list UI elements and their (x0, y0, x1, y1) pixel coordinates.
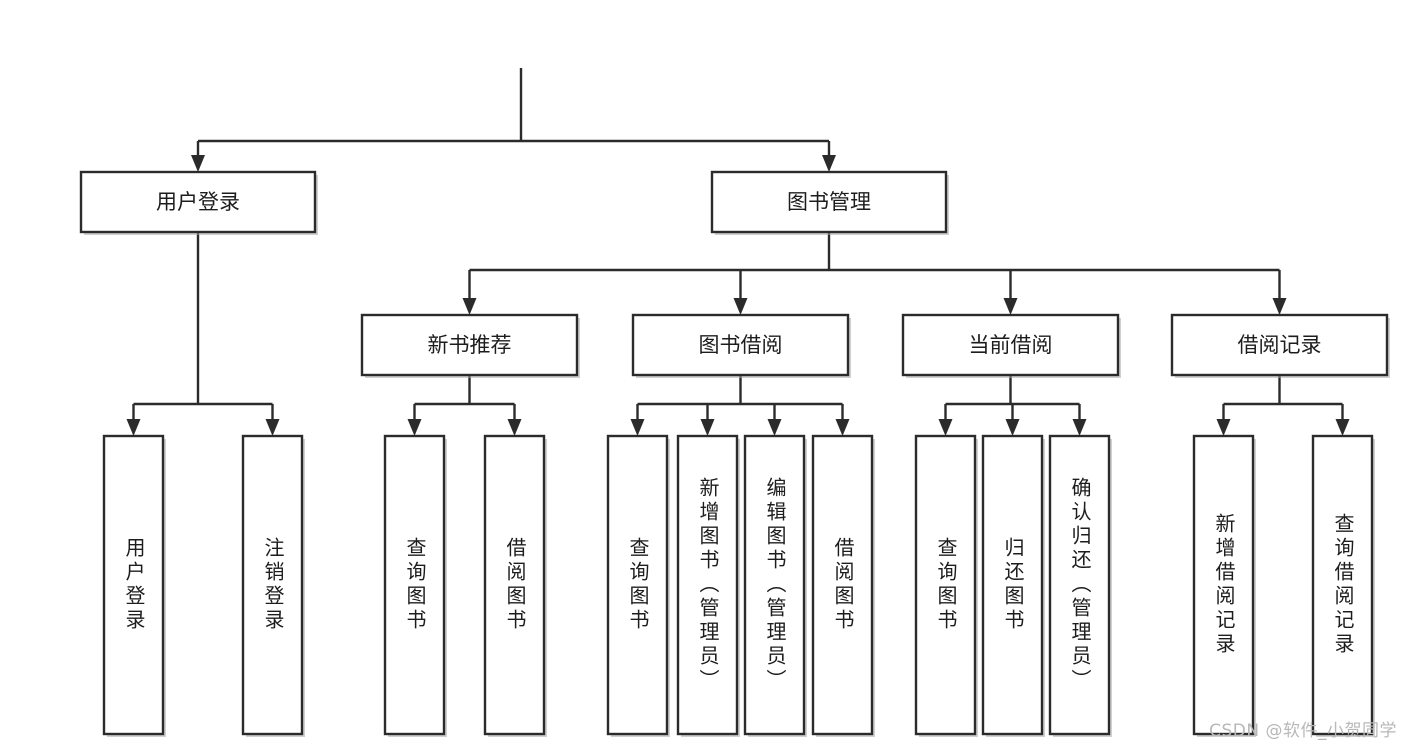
node-level3-3[interactable] (1170, 313, 1390, 378)
leaf-branch-8-arrowhead (938, 419, 953, 436)
level3-branch-0-arrowhead (462, 298, 477, 315)
connector-layer (126, 68, 1350, 436)
level3-branch-3-arrowhead (1272, 298, 1287, 315)
leaf-node-2[interactable] (383, 434, 447, 737)
leaf-node-8[interactable] (914, 434, 978, 737)
node-level3-label-1: 图书借阅 (699, 333, 783, 357)
leaf-node-0[interactable] (102, 434, 166, 737)
node-level3-label-2: 当前借阅 (969, 333, 1053, 357)
leaf-node-1[interactable] (241, 434, 305, 737)
leaf-node-7[interactable] (811, 434, 875, 737)
node-level3-label-3: 借阅记录 (1238, 333, 1322, 357)
leaf-branch-4-arrowhead (630, 419, 645, 436)
leaf-branch-5-arrowhead (700, 419, 715, 436)
leaf-branch-2-arrowhead (407, 419, 422, 436)
node-level3-1[interactable] (631, 313, 851, 378)
node-level3-0[interactable] (360, 313, 580, 378)
leaf-branch-1-arrowhead (265, 419, 280, 436)
level3-branch-1-arrowhead (733, 298, 748, 315)
leaf-node-6[interactable] (743, 434, 807, 737)
node-level2-label-1: 图书管理 (787, 190, 871, 214)
leaf-node-5[interactable] (676, 434, 740, 737)
leaf-branch-10-arrowhead (1072, 419, 1087, 436)
level2-branch-0-arrowhead (191, 155, 205, 172)
watermark: CSDN @软件_小贺同学 (1209, 721, 1397, 741)
leaf-node-3[interactable] (483, 434, 547, 737)
leaf-branch-12-arrowhead (1335, 419, 1350, 436)
node-level2-label-0: 用户登录 (156, 190, 240, 214)
leaf-node-10[interactable] (1048, 434, 1112, 737)
level3-branch-2-arrowhead (1003, 298, 1018, 315)
leaf-branch-3-arrowhead (507, 419, 522, 436)
leaf-branch-0-arrowhead (126, 419, 141, 436)
node-level3-label-0: 新书推荐 (428, 333, 512, 357)
leaf-branch-6-arrowhead (767, 419, 782, 436)
leaf-node-9[interactable] (981, 434, 1045, 737)
node-level3-2[interactable] (901, 313, 1121, 378)
leaf-branch-11-arrowhead (1216, 419, 1231, 436)
leaf-branch-9-arrowhead (1005, 419, 1020, 436)
leaf-node-12[interactable] (1311, 434, 1375, 737)
node-level2-1[interactable] (710, 170, 949, 235)
leaf-node-4[interactable] (606, 434, 670, 737)
level2-branch-1-arrowhead (822, 155, 836, 172)
leaf-branch-7-arrowhead (835, 419, 850, 436)
leaf-node-11[interactable] (1192, 434, 1256, 737)
node-level2-0[interactable] (79, 170, 318, 235)
